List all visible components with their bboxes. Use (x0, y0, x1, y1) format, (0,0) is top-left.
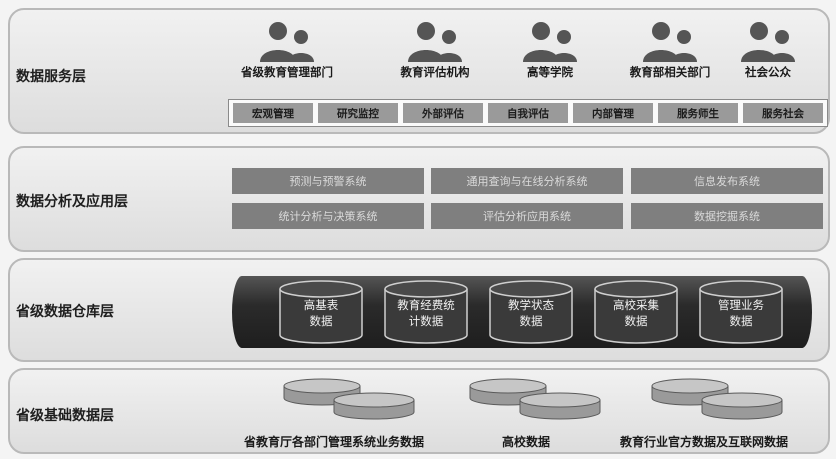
database-icon (651, 378, 783, 420)
stakeholder-ministry: 教育部相关部门 (615, 20, 725, 80)
people-icon (523, 22, 577, 62)
stakeholder-public: 社会公众 (728, 20, 808, 80)
service-item: 服务社会 (743, 103, 823, 123)
stakeholder-university: 高等学院 (505, 20, 595, 80)
base-source-label: 教育行业官方数据及互联网数据 (620, 435, 789, 449)
warehouse-store: 教育经费统 计数据 (381, 279, 471, 345)
system-box: 数据挖掘系统 (631, 203, 823, 229)
stakeholder-evaluation-agency: 教育评估机构 (385, 20, 485, 80)
system-box: 统计分析与决策系统 (232, 203, 424, 229)
service-item: 宏观管理 (233, 103, 313, 123)
people-icon (408, 22, 462, 62)
stakeholder-label: 省级教育管理部门 (241, 65, 333, 79)
system-box: 信息发布系统 (631, 168, 823, 194)
database-icon (469, 378, 601, 420)
service-item: 自我评估 (488, 103, 568, 123)
database-icon (699, 280, 783, 344)
stakeholder-label: 高等学院 (527, 65, 573, 79)
database-icon (384, 280, 468, 344)
system-box: 评估分析应用系统 (431, 203, 623, 229)
database-icon (283, 378, 415, 420)
analysis-layer (8, 146, 830, 252)
warehouse-store: 管理业务 数据 (696, 279, 786, 345)
warehouse-store: 高基表 数据 (276, 279, 366, 345)
warehouse-store-label: 管理业务 数据 (718, 298, 764, 328)
service-layer-title: 数据服务层 (16, 69, 86, 85)
database-icon (279, 280, 363, 344)
base-source-label: 省教育厅各部门管理系统业务数据 (244, 435, 425, 449)
service-item: 服务师生 (658, 103, 738, 123)
warehouse-store-label: 高基表 数据 (303, 298, 339, 328)
warehouse-store-label: 教育经费统 计数据 (397, 298, 455, 328)
stakeholder-label: 社会公众 (745, 65, 791, 79)
system-box: 通用查询与在线分析系统 (431, 168, 623, 194)
people-icon (643, 22, 697, 62)
system-box: 预测与预警系统 (232, 168, 424, 194)
people-icon (741, 22, 795, 62)
service-bar: 宏观管理 研究监控 外部评估 自我评估 内部管理 服务师生 服务社会 (228, 99, 828, 127)
base-layer-title: 省级基础数据层 (16, 408, 114, 424)
database-icon (594, 280, 678, 344)
warehouse-store-label: 高校采集 数据 (613, 298, 659, 328)
people-icon (260, 22, 314, 62)
base-source-label: 高校数据 (502, 435, 551, 449)
stakeholder-label: 教育评估机构 (400, 65, 470, 79)
database-icon (489, 280, 573, 344)
warehouse-layer-title: 省级数据仓库层 (16, 304, 114, 320)
warehouse-store: 教学状态 数据 (486, 279, 576, 345)
warehouse-store: 高校采集 数据 (591, 279, 681, 345)
stakeholder-label: 教育部相关部门 (629, 65, 711, 79)
service-item: 研究监控 (318, 103, 398, 123)
service-item: 内部管理 (573, 103, 653, 123)
stakeholder-provincial-admin: 省级教育管理部门 (232, 20, 342, 80)
service-item: 外部评估 (403, 103, 483, 123)
analysis-layer-title: 数据分析及应用层 (16, 194, 128, 210)
warehouse-store-label: 教学状态 数据 (508, 298, 554, 328)
